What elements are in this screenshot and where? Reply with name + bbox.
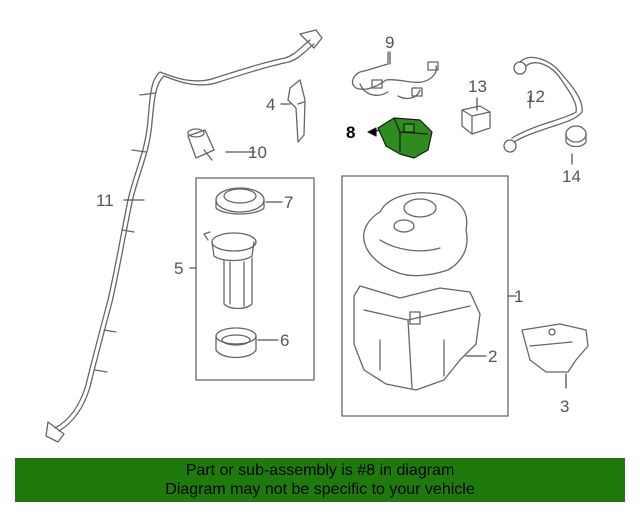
leader-lines	[123, 51, 573, 389]
part-10-sensor	[187, 128, 215, 161]
part-11-fuel-line	[45, 29, 323, 443]
callout-4: 4	[266, 95, 275, 114]
part-4-bracket	[287, 79, 306, 143]
part-1-group-box	[341, 175, 509, 417]
part-5-pump-module	[203, 231, 257, 310]
callout-12: 12	[526, 87, 545, 106]
part-8-highlighted	[367, 117, 433, 159]
callout-5: 5	[174, 259, 183, 278]
part-6-seal	[215, 327, 257, 359]
banner-line-2: Diagram may not be specific to your vehi…	[165, 481, 475, 498]
part-2-shield	[353, 285, 481, 391]
callout-6: 6	[280, 331, 289, 350]
callout-7: 7	[284, 193, 293, 212]
part-1-tank	[363, 192, 468, 277]
callout-11: 11	[96, 191, 114, 210]
info-banner: Part or sub-assembly is #8 in diagram Di…	[15, 458, 625, 502]
part-14-cap	[565, 125, 587, 148]
part-9-harness	[351, 51, 439, 100]
callout-14: 14	[562, 167, 581, 186]
callout-8: 8	[346, 123, 355, 142]
part-5-group-box	[195, 177, 315, 381]
callout-3: 3	[560, 397, 569, 416]
banner-line-1: Part or sub-assembly is #8 in diagram	[185, 462, 455, 479]
parts-diagram: 1 2 3 4 5 6 7 8 9 10 11 12 13 14	[45, 29, 589, 443]
part-12-hose	[503, 56, 583, 153]
callout-9: 9	[385, 33, 394, 52]
callout-1: 1	[514, 287, 523, 306]
callout-2: 2	[488, 347, 497, 366]
callout-10: 10	[248, 143, 267, 162]
callout-13: 13	[468, 77, 487, 96]
part-3-bracket	[521, 323, 589, 373]
part-13-module	[461, 105, 491, 135]
part-7-lock-ring	[215, 187, 265, 215]
